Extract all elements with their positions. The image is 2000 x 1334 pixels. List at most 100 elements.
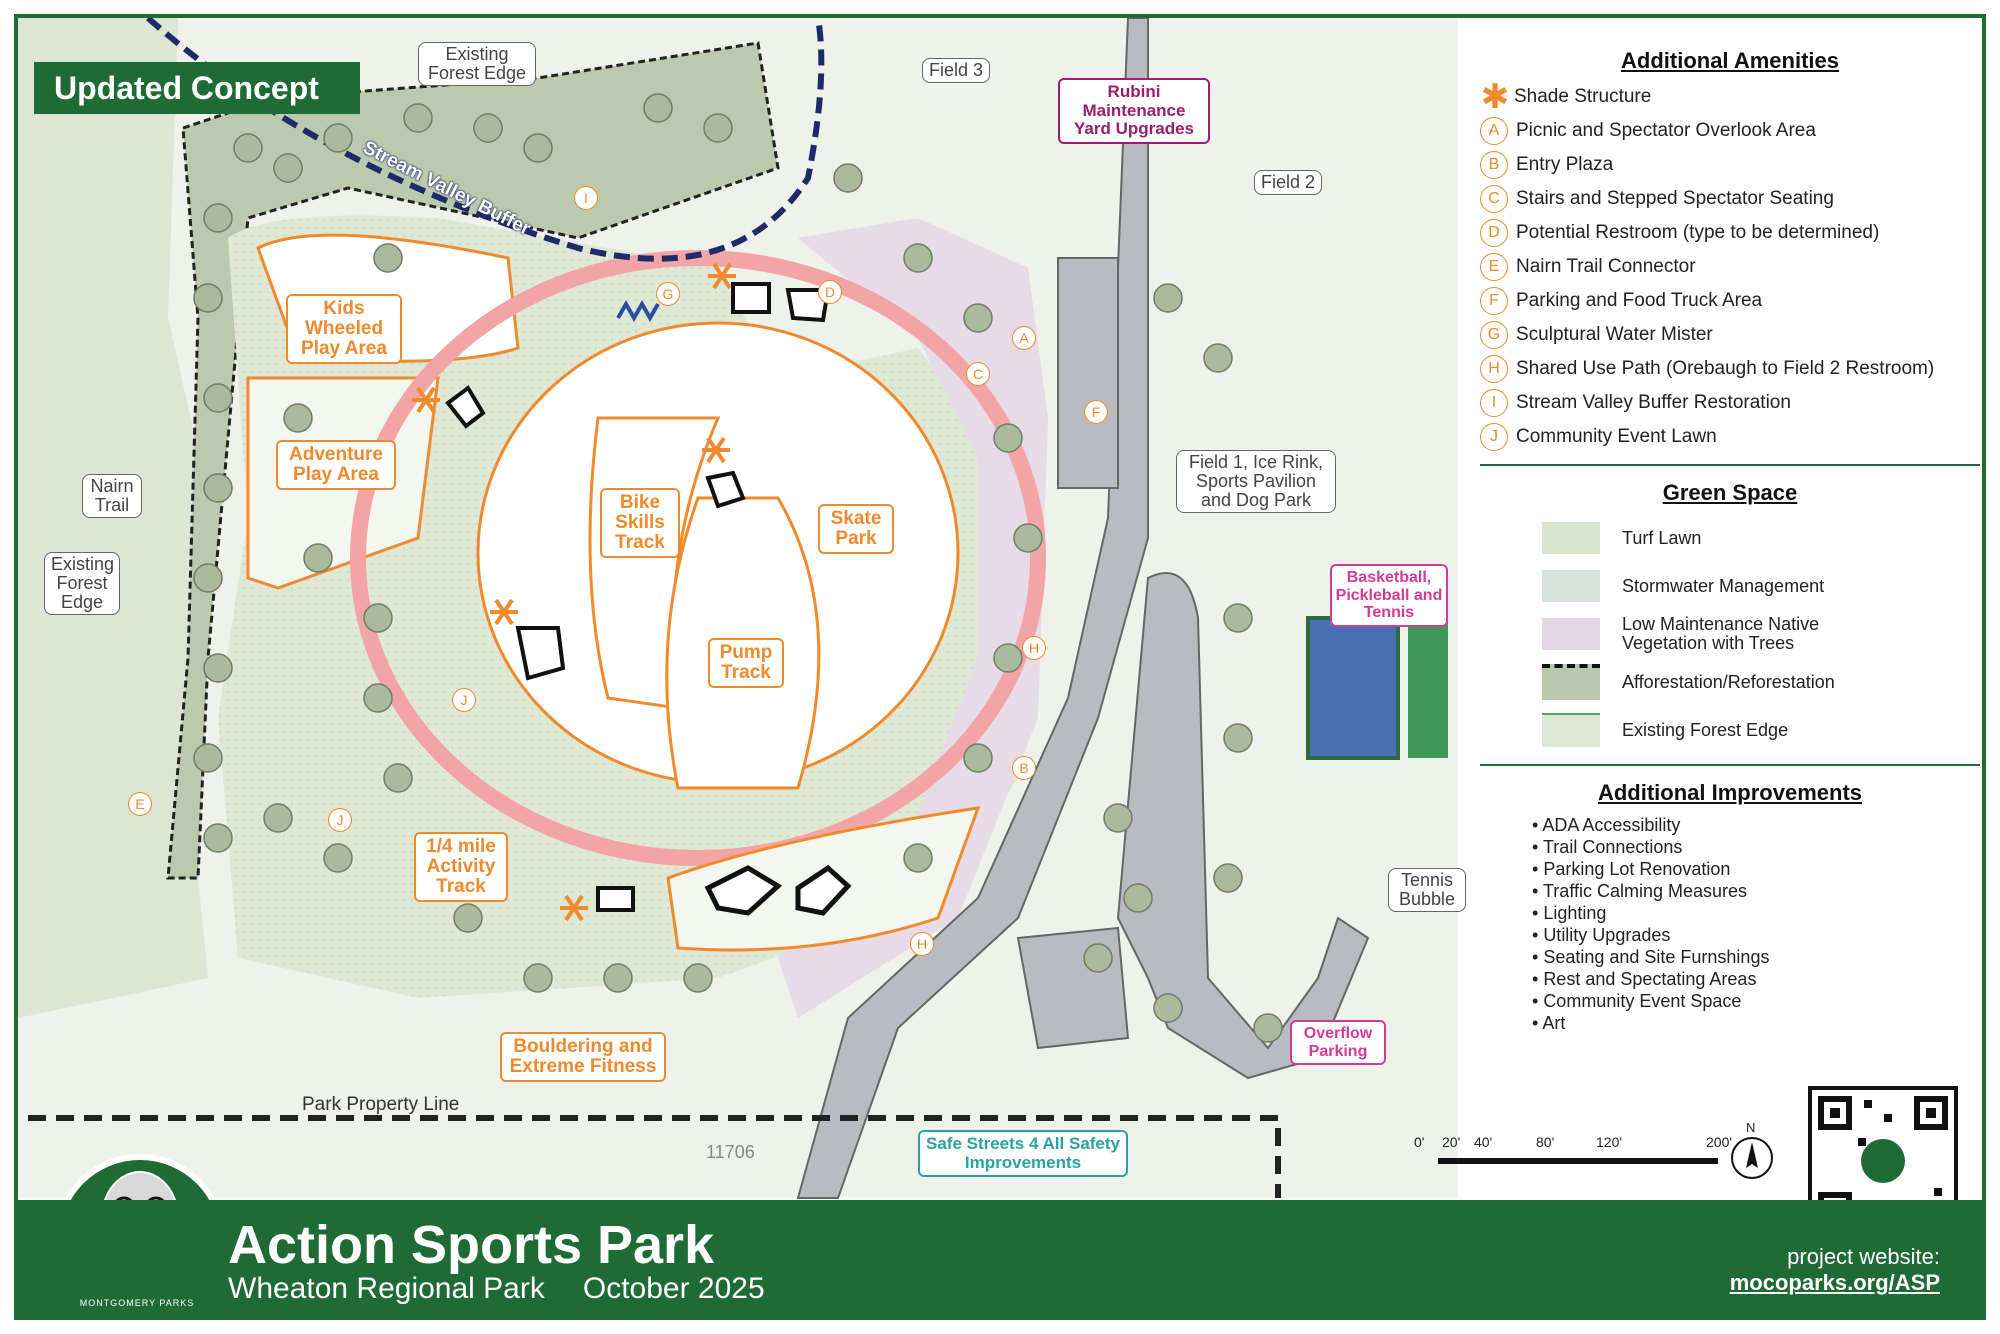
scale-bar xyxy=(1438,1158,1718,1164)
amenity-label: Sculptural Water Mister xyxy=(1516,324,1713,345)
scale-40: 40' xyxy=(1474,1134,1493,1150)
turf-swatch xyxy=(1542,522,1600,554)
improvement-item: • Trail Connections xyxy=(1532,837,1683,857)
subtitle-park: Wheaton Regional Park xyxy=(228,1272,545,1305)
marker-h-1: H xyxy=(1022,636,1046,660)
shade-pavilion-4 xyxy=(596,886,635,912)
label-pump-track: Pump Track xyxy=(708,638,784,688)
marker-h-2: H xyxy=(910,932,934,956)
improvement-item: • Community Event Space xyxy=(1532,991,1742,1011)
website-link[interactable]: mocoparks.org/ASP xyxy=(1729,1270,1940,1295)
afforestation-swatch xyxy=(1542,664,1600,700)
website-label: project website: xyxy=(1787,1244,1940,1269)
shade-structure-stars xyxy=(412,262,736,922)
label-nairn-trail: Nairn Trail xyxy=(82,474,142,518)
shade-structure-icon: ✱ xyxy=(1480,78,1510,116)
amenity-label: Potential Restroom (type to be determine… xyxy=(1516,222,1880,243)
improvement-item: • Rest and Spectating Areas xyxy=(1532,969,1757,989)
amenity-label: Nairn Trail Connector xyxy=(1516,256,1696,277)
green-native: Low Maintenance Native Vegetation with T… xyxy=(1542,610,1980,658)
green-label: Existing Forest Edge xyxy=(1622,719,1789,740)
marker-c: C xyxy=(966,362,990,386)
shade-pavilion-1 xyxy=(445,385,486,429)
label-activity-track: 1/4 mile Activity Track xyxy=(414,832,508,902)
green-label: Afforestation/Reforestation xyxy=(1622,671,1835,692)
marker-f: F xyxy=(1084,400,1108,424)
parking-loop xyxy=(1116,572,1370,1080)
existing-forest-area xyxy=(18,18,218,1018)
amenity-symbol: C xyxy=(1480,185,1508,213)
logo-text: MONTGOMERY PARKS xyxy=(79,1298,195,1308)
amenity-symbol: G xyxy=(1480,321,1508,349)
scale-0: 0' xyxy=(1414,1134,1425,1150)
subtitle-date: October 2025 xyxy=(582,1272,765,1305)
improvement-item: • Lighting xyxy=(1532,903,1607,923)
label-property-line: Park Property Line xyxy=(302,1094,460,1115)
amenity-j: J Community Event Lawn xyxy=(1480,420,1980,454)
marker-j-1: J xyxy=(452,688,476,712)
restroom-building-2 xyxy=(785,288,831,323)
label-skate-park: Skate Park xyxy=(818,504,894,554)
marker-e: E xyxy=(128,792,152,816)
amenity-label: Entry Plaza xyxy=(1516,154,1614,175)
shade-pavilion-3 xyxy=(515,626,566,681)
boulder-2 xyxy=(795,864,852,916)
label-tennis-bubble: Tennis Bubble xyxy=(1388,868,1466,912)
lower-parking xyxy=(1016,926,1130,1050)
activity-track-ring xyxy=(350,250,1046,866)
amenity-symbol: E xyxy=(1480,253,1508,281)
forest-edge-swatch xyxy=(1542,713,1600,747)
stream-valley-buffer-line xyxy=(146,18,825,262)
amenity-symbol: H xyxy=(1480,355,1508,383)
marker-d: D xyxy=(818,280,842,304)
green-space-title: Green Space xyxy=(1662,480,1798,505)
amenity-label: Community Event Lawn xyxy=(1516,426,1717,447)
green-stormwater: Stormwater Management xyxy=(1542,562,1980,610)
amenity-symbol: A xyxy=(1480,117,1508,145)
improvement-item: • Traffic Calming Measures xyxy=(1532,881,1748,901)
improvement-item: • Seating and Site Furnshings xyxy=(1532,947,1770,967)
marker-j-2: J xyxy=(328,808,352,832)
marker-b: B xyxy=(1012,756,1036,780)
green-forest-edge: Existing Forest Edge xyxy=(1542,706,1980,754)
amenity-symbol: J xyxy=(1480,423,1508,451)
stormwater-swatch xyxy=(1542,570,1600,602)
improvement-item: • Parking Lot Renovation xyxy=(1532,859,1731,879)
improvements-list: • ADA Accessibility • Trail Connections … xyxy=(1480,814,1980,1034)
improvements-title: Additional Improvements xyxy=(1597,780,1863,805)
amenity-symbol: F xyxy=(1480,287,1508,315)
green-label: Stormwater Management xyxy=(1622,575,1825,596)
green-label: Turf Lawn xyxy=(1622,527,1702,548)
main-road xyxy=(796,18,1149,1199)
parking-f xyxy=(1057,257,1119,489)
basketball-court xyxy=(1306,616,1400,760)
native-vegetation xyxy=(778,218,1048,1018)
scale-20: 20' xyxy=(1442,1134,1461,1150)
amenity-b: B Entry Plaza xyxy=(1480,148,1980,182)
amenity-label: Shade Structure xyxy=(1514,86,1652,107)
updated-concept-badge: Updated Concept xyxy=(34,62,360,114)
label-field-3: Field 3 xyxy=(922,58,991,83)
green-turf: Turf Lawn xyxy=(1542,514,1980,562)
amenity-e: E Nairn Trail Connector xyxy=(1480,250,1980,284)
label-kids-wheeled-play: Kids Wheeled Play Area xyxy=(286,294,402,364)
label-parcel-number: 11706 xyxy=(706,1142,755,1162)
amenity-symbol: B xyxy=(1480,151,1508,179)
scale-200: 200' xyxy=(1706,1134,1733,1150)
water-mister-icon xyxy=(616,299,660,323)
label-field-2: Field 2 xyxy=(1254,170,1323,195)
page-subtitle: Wheaton Regional Park October 2025 xyxy=(228,1272,765,1306)
label-field-1: Field 1, Ice Rink, Sports Pavilion and D… xyxy=(1176,450,1336,513)
north-label: N xyxy=(1746,1120,1756,1135)
label-existing-forest-edge-left: Existing Forest Edge xyxy=(44,552,120,615)
label-overflow-parking: Overflow Parking xyxy=(1290,1020,1386,1066)
amenity-label: Stream Valley Buffer Restoration xyxy=(1516,392,1791,413)
legend-divider xyxy=(1480,464,1980,466)
